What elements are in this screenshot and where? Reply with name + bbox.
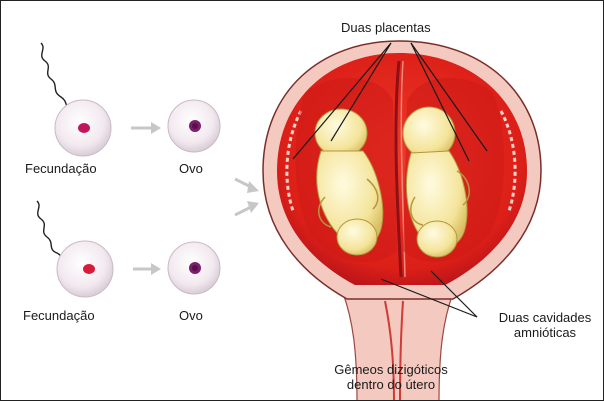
- egg-label-bottom: Ovo: [179, 309, 203, 324]
- amniotic-cavities-label: Duas cavidades amnióticas: [485, 311, 604, 341]
- fertilization-label-top: Fecundação: [25, 162, 97, 177]
- fertilization-cell-top: [55, 100, 111, 156]
- arrow-top-1: [131, 122, 161, 134]
- egg-cell-top: [168, 100, 220, 152]
- fertilization-label-bottom: Fecundação: [23, 309, 95, 324]
- arrow-bottom-1: [133, 263, 161, 275]
- sperm-top: [41, 43, 74, 113]
- fertilization-cell-bottom: [57, 241, 113, 297]
- uterus-illustration: [263, 41, 541, 401]
- arrow-to-uterus-top: [235, 179, 259, 193]
- caption: Gêmeos dizigóticos dentro do útero: [301, 363, 481, 393]
- caption-line1: Gêmeos dizigóticos: [301, 363, 481, 378]
- two-placentas-label: Duas placentas: [341, 21, 431, 36]
- egg-cell-bottom: [168, 242, 220, 294]
- amniotic-cavities-line1: Duas cavidades: [485, 311, 604, 326]
- egg-label-top: Ovo: [179, 162, 203, 177]
- amniotic-cavities-line2: amnióticas: [485, 326, 604, 341]
- caption-line2: dentro do útero: [301, 378, 481, 393]
- arrow-to-uterus-bottom: [235, 201, 259, 215]
